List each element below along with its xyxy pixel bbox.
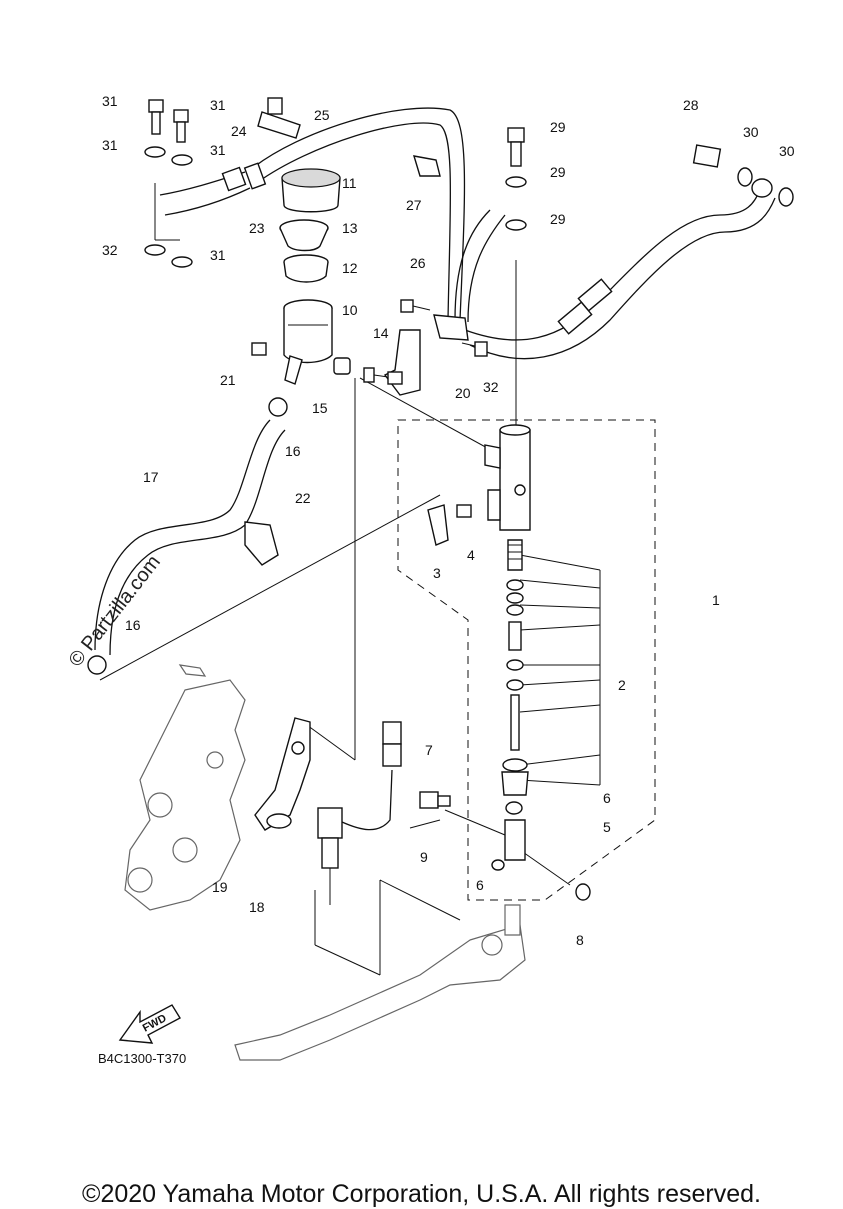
brake-pipe-23	[159, 162, 267, 216]
callout-31d: 31	[210, 247, 226, 263]
copper-washer-29-d	[778, 187, 794, 207]
callout-26: 26	[410, 255, 426, 271]
forward-arrow-icon: FWD	[118, 1004, 181, 1044]
banjo-bolt-28-right	[507, 127, 525, 167]
callout-24: 24	[231, 123, 247, 139]
master-cylinder-assembly-outline	[397, 419, 656, 901]
copyright-notice: ©2020 Yamaha Motor Corporation, U.S.A. A…	[82, 1180, 761, 1208]
callout-31c: 32	[102, 242, 118, 258]
frame-bracket-outline	[124, 664, 246, 911]
callout-23: 23	[249, 220, 265, 236]
callout-12: 12	[342, 260, 358, 276]
callout-16b: 16	[125, 617, 141, 633]
bolt-26	[400, 299, 431, 313]
brake-hose	[249, 107, 776, 360]
master-cylinder-body	[484, 424, 531, 531]
copper-washer-31-a	[144, 146, 166, 158]
callout-28a: 28	[683, 97, 699, 113]
callout-22: 22	[295, 490, 311, 506]
callout-11: 11	[342, 175, 357, 191]
hose-holder	[433, 314, 469, 341]
callout-29b: 29	[550, 211, 566, 227]
pin-7	[419, 791, 451, 809]
banjo-bolt-30-b	[173, 109, 189, 143]
callout-25: 25	[314, 107, 330, 123]
callout-32: 32	[483, 379, 499, 395]
banjo-fitting-top	[751, 178, 773, 198]
diagram-code: B4C1300-T370	[98, 1051, 186, 1066]
callout-21: 21	[220, 372, 236, 388]
callout-29a: 29	[550, 164, 566, 180]
callout-14: 14	[373, 325, 389, 341]
bolt-21	[251, 342, 267, 356]
callout-8: 8	[576, 932, 584, 948]
hose-clamp-25	[257, 97, 301, 139]
callout-10: 10	[342, 302, 358, 318]
callout-1: 1	[712, 592, 720, 608]
callout-18: 18	[249, 899, 265, 915]
joint-5	[504, 819, 526, 861]
callout-labels-extra: 31 32	[210, 247, 499, 395]
callout-29d: 30	[779, 143, 795, 159]
callout-15: 15	[312, 400, 328, 416]
callout-20: 20	[455, 385, 471, 401]
hose-guide-27	[413, 155, 441, 177]
callout-5: 5	[603, 819, 611, 835]
copper-washer-31-c	[144, 244, 166, 256]
diaphragm-12	[283, 254, 329, 283]
callout-13: 13	[342, 220, 358, 236]
banjo-bolt-30-a	[148, 99, 164, 135]
callout-9: 9	[420, 849, 428, 865]
brake-pedal-outline	[234, 904, 526, 1061]
callout-28b: 29	[550, 119, 566, 135]
callout-16a: 16	[285, 443, 301, 459]
callout-19: 19	[212, 879, 228, 895]
callout-17: 17	[143, 469, 159, 485]
nut-6-upper	[505, 801, 523, 815]
reservoir-tank-10	[283, 299, 333, 385]
cotter-pin-9	[409, 819, 441, 829]
screw-4	[456, 504, 472, 518]
copper-washer-31-b	[171, 154, 193, 166]
callout-30a: 31	[102, 93, 118, 109]
callout-29c: 30	[743, 124, 759, 140]
banjo-bolt-28-top	[692, 144, 722, 168]
copper-washer-29-c	[737, 167, 753, 187]
callout-27: 27	[406, 197, 422, 213]
diaphragm-plate-13	[279, 219, 329, 252]
callout-30b: 31	[210, 97, 226, 113]
callout-31b: 31	[210, 142, 226, 158]
hose-clip-22	[244, 521, 279, 566]
callout-6a: 6	[603, 790, 611, 806]
nut-6-lower	[491, 859, 505, 871]
switch-bracket-19	[254, 717, 311, 831]
grommet-15	[333, 357, 351, 375]
rear-brake-switch-18	[317, 721, 402, 905]
bracket-20	[383, 329, 421, 396]
reservoir-hose-17	[94, 419, 286, 656]
callout-6b: 6	[476, 877, 484, 893]
callout-2: 2	[618, 677, 626, 693]
hose-clip-16-top	[268, 397, 288, 417]
reservoir-cap-11	[281, 168, 341, 213]
callout-3: 3	[433, 565, 441, 581]
copper-washer-29-b	[505, 219, 527, 231]
callout-7: 7	[425, 742, 433, 758]
callout-31a: 31	[102, 137, 118, 153]
hose-protector-2	[557, 301, 593, 335]
hose-clip-16-bottom	[87, 655, 107, 675]
bolt-32	[461, 341, 488, 357]
callout-4: 4	[467, 547, 475, 563]
copper-washer-31-d	[171, 256, 193, 268]
washer-8	[575, 883, 591, 901]
kit-2-parts	[501, 539, 529, 796]
hose-joint-3	[427, 504, 449, 546]
copper-washer-29-a	[505, 176, 527, 188]
callout-labels: 1 2 3 4 5 6 6 7 8 9 10 11 12 13 14 15 16…	[102, 93, 795, 948]
